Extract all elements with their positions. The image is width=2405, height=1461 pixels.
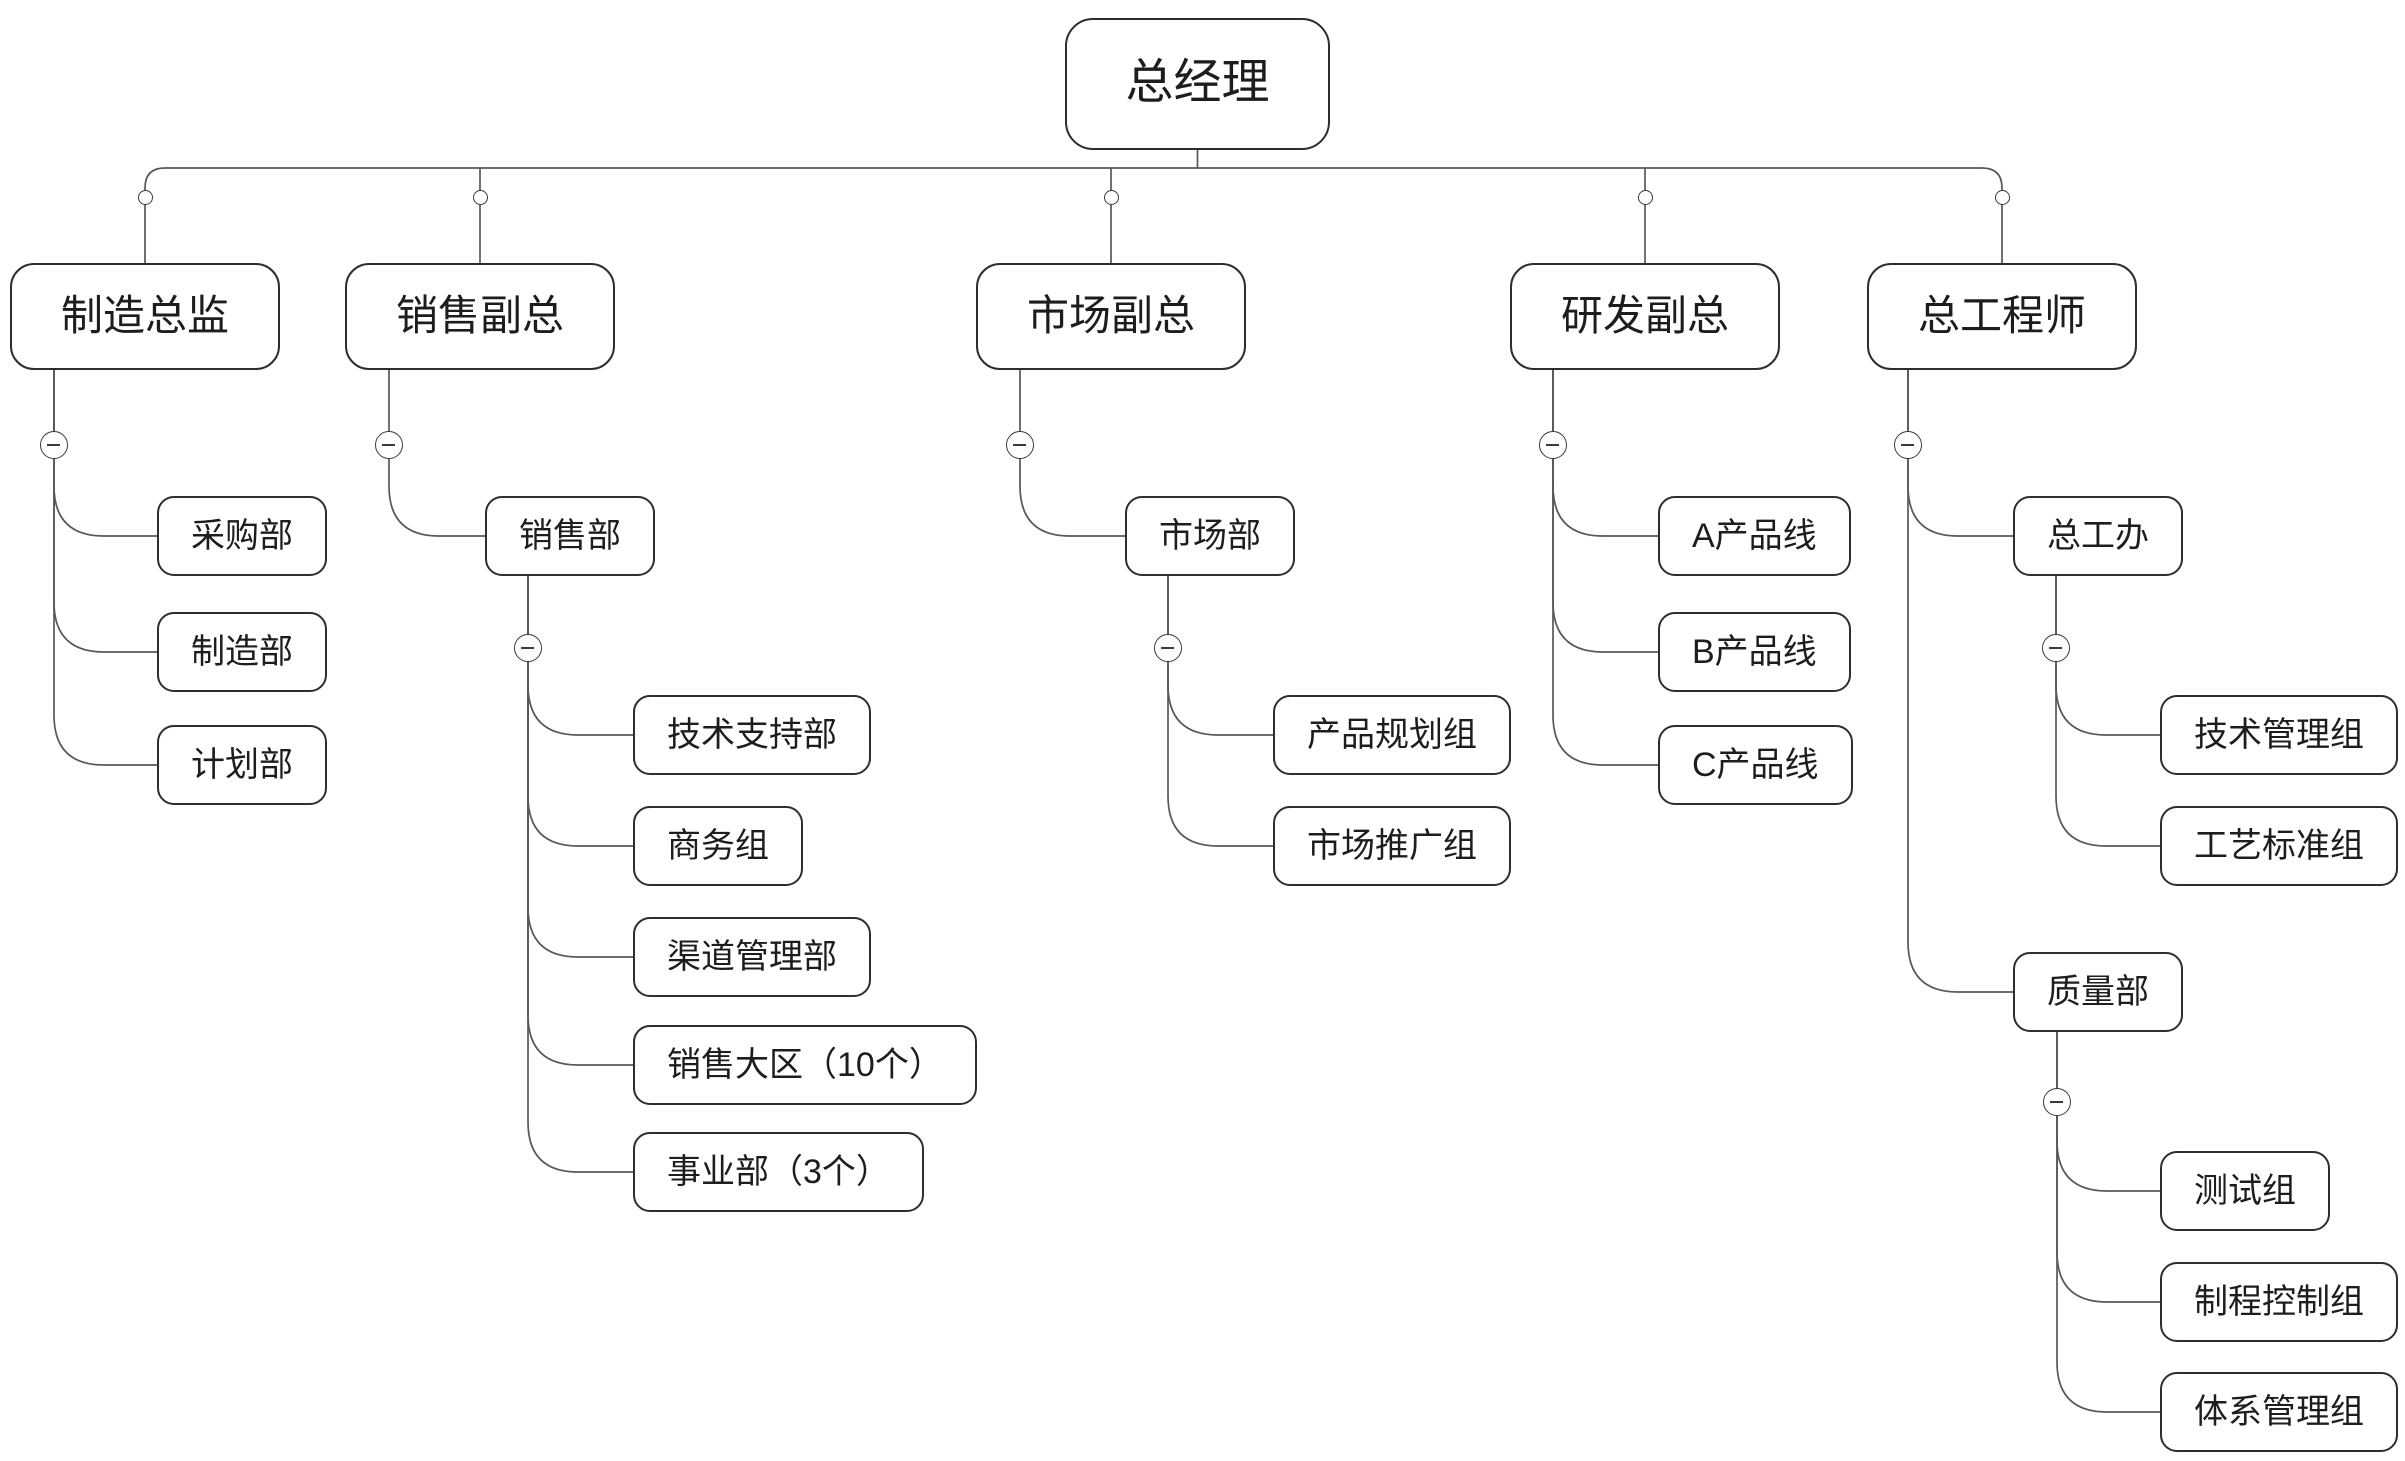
collapse-toggle-chief-engineer[interactable] xyxy=(1894,431,1922,459)
node-tech-mgmt-group[interactable]: 技术管理组 xyxy=(2160,695,2398,775)
connector-mfg-child3 xyxy=(53,370,157,766)
connector-ce-child2 xyxy=(1907,370,2013,993)
branch-junction-dot-manufacturing xyxy=(137,189,153,205)
node-product-line-a[interactable]: A产品线 xyxy=(1658,496,1851,576)
minus-icon xyxy=(1013,444,1026,446)
node-manufacturing-dept[interactable]: 制造部 xyxy=(157,612,327,692)
connectors xyxy=(53,150,2160,1413)
connector-salesdept-child2 xyxy=(527,576,633,847)
minus-icon xyxy=(521,647,534,649)
node-chief-engineer[interactable]: 总工程师 xyxy=(1867,263,2137,370)
branch-junction-dot-rd xyxy=(1637,189,1653,205)
node-sales-dept[interactable]: 销售部 xyxy=(485,496,655,576)
collapse-toggle-rd-vp[interactable] xyxy=(1539,431,1567,459)
connector-mktdept-child1 xyxy=(1167,576,1273,736)
node-marketing-dept[interactable]: 市场部 xyxy=(1125,496,1295,576)
connector-quality-child2 xyxy=(2056,1032,2160,1303)
node-process-control-group[interactable]: 制程控制组 xyxy=(2160,1262,2398,1342)
node-sales-regions[interactable]: 销售大区（10个） xyxy=(633,1025,977,1105)
node-tech-support-dept[interactable]: 技术支持部 xyxy=(633,695,871,775)
connector-ceoffice-child2 xyxy=(2055,576,2160,847)
connector-rd-child2 xyxy=(1552,370,1658,653)
collapse-toggle-manufacturing-director[interactable] xyxy=(40,431,68,459)
collapse-toggle-marketing-vp[interactable] xyxy=(1006,431,1034,459)
connector-salesdept-child1 xyxy=(527,576,633,736)
minus-icon xyxy=(1546,444,1559,446)
connector-salesdept-child5 xyxy=(527,576,633,1173)
branch-junction-dot-chief-eng xyxy=(1994,189,2010,205)
connector-quality-child1 xyxy=(2056,1032,2160,1192)
node-testing-group[interactable]: 测试组 xyxy=(2160,1151,2330,1231)
collapse-toggle-sales-vp[interactable] xyxy=(375,431,403,459)
branch-junction-dot-sales xyxy=(472,189,488,205)
connector-trunk xyxy=(144,167,2003,263)
connector-salesvp-child1 xyxy=(388,370,485,537)
node-process-standard-group[interactable]: 工艺标准组 xyxy=(2160,806,2398,886)
connector-mktdept-child2 xyxy=(1167,576,1273,847)
connector-ce-child1 xyxy=(1907,370,2013,537)
node-system-mgmt-group[interactable]: 体系管理组 xyxy=(2160,1372,2398,1452)
node-quality-dept[interactable]: 质量部 xyxy=(2013,952,2183,1032)
node-channel-mgmt-dept[interactable]: 渠道管理部 xyxy=(633,917,871,997)
node-product-planning-group[interactable]: 产品规划组 xyxy=(1273,695,1511,775)
node-chief-engineer-office[interactable]: 总工办 xyxy=(2013,496,2183,576)
minus-icon xyxy=(47,444,60,446)
node-purchasing-dept[interactable]: 采购部 xyxy=(157,496,327,576)
connector-salesdept-child3 xyxy=(527,576,633,958)
branch-junction-dot-marketing xyxy=(1103,189,1119,205)
minus-icon xyxy=(2050,1101,2063,1103)
node-general-manager[interactable]: 总经理 xyxy=(1065,18,1330,150)
collapse-toggle-quality-dept[interactable] xyxy=(2043,1088,2071,1116)
node-product-line-c[interactable]: C产品线 xyxy=(1658,725,1853,805)
connector-mfg-child1 xyxy=(53,370,157,537)
collapse-toggle-chief-engineer-office[interactable] xyxy=(2042,634,2070,662)
node-rd-vp[interactable]: 研发副总 xyxy=(1510,263,1780,370)
minus-icon xyxy=(382,444,395,446)
minus-icon xyxy=(2049,647,2062,649)
collapse-toggle-marketing-dept[interactable] xyxy=(1154,634,1182,662)
connector-mktvp-child1 xyxy=(1019,370,1125,537)
node-marketing-vp[interactable]: 市场副总 xyxy=(976,263,1246,370)
node-commerce-group[interactable]: 商务组 xyxy=(633,806,803,886)
minus-icon xyxy=(1161,647,1174,649)
node-business-units[interactable]: 事业部（3个） xyxy=(633,1132,924,1212)
node-planning-dept[interactable]: 计划部 xyxy=(157,725,327,805)
collapse-toggle-sales-dept[interactable] xyxy=(514,634,542,662)
connector-mfg-child2 xyxy=(53,370,157,653)
node-market-promotion-group[interactable]: 市场推广组 xyxy=(1273,806,1511,886)
connector-salesdept-child4 xyxy=(527,576,633,1066)
minus-icon xyxy=(1901,444,1914,446)
node-manufacturing-director[interactable]: 制造总监 xyxy=(10,263,280,370)
node-sales-vp[interactable]: 销售副总 xyxy=(345,263,615,370)
connector-rd-child3 xyxy=(1552,370,1658,766)
connector-quality-child3 xyxy=(2056,1032,2160,1413)
connector-rd-child1 xyxy=(1552,370,1658,537)
connector-ceoffice-child1 xyxy=(2055,576,2160,736)
node-product-line-b[interactable]: B产品线 xyxy=(1658,612,1851,692)
